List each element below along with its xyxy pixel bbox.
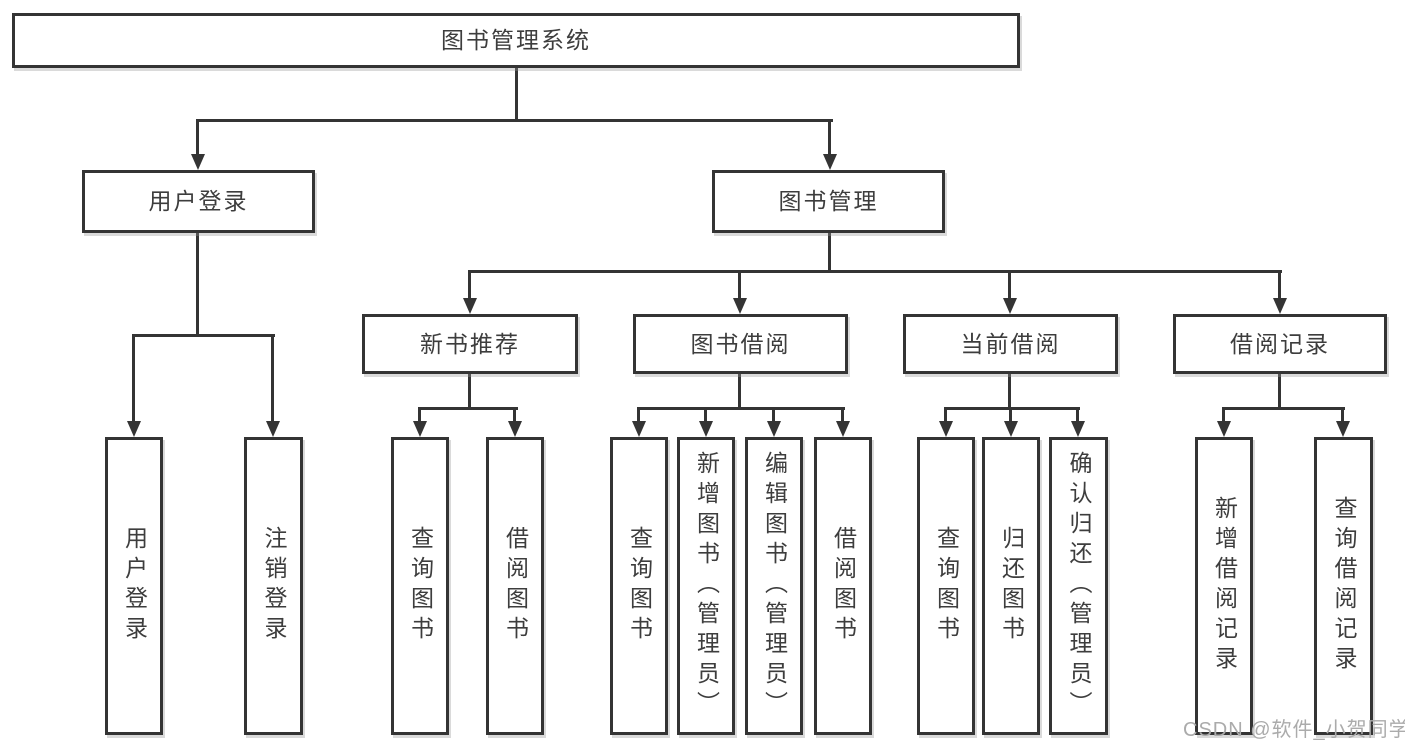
arrowhead-down-icon: [191, 154, 205, 170]
node-library-system-label: 图书管理系统: [441, 27, 591, 53]
node-borrow-records-label: 借阅记录: [1230, 330, 1330, 357]
arrowhead-down-icon: [127, 421, 141, 437]
connector-hline: [196, 119, 833, 122]
arrowhead-down-icon: [266, 421, 280, 437]
arrowhead-down-icon: [1071, 421, 1085, 437]
connector-vline: [468, 374, 471, 409]
arrowhead-down-icon: [508, 421, 522, 437]
leaf-query-books-current-label: 查询图书: [933, 526, 960, 646]
connector-hline: [944, 407, 1080, 410]
arrowhead-down-icon: [413, 421, 427, 437]
arrowhead-down-icon: [1336, 421, 1350, 437]
node-book-management: 图书管理: [712, 170, 945, 233]
leaf-query-books-recommend: 查询图书: [391, 437, 449, 735]
node-current-borrowing-label: 当前借阅: [960, 330, 1061, 357]
node-user-login-label: 用户登录: [148, 188, 249, 214]
leaf-borrow-books-recommend-label: 借阅图书: [502, 526, 529, 646]
arrowhead-down-icon: [632, 421, 646, 437]
connector-vline: [944, 407, 947, 423]
leaf-query-books-borrowing: 查询图书: [610, 437, 668, 735]
arrowhead-down-icon: [1003, 298, 1017, 314]
connector-hline: [418, 407, 518, 410]
leaf-query-books-current: 查询图书: [917, 437, 975, 735]
connector-vline: [828, 119, 831, 156]
node-user-login: 用户登录: [82, 170, 315, 233]
leaf-edit-books-admin: 编辑图书（管理员）: [745, 437, 803, 735]
arrowhead-down-icon: [1217, 421, 1231, 437]
leaf-add-borrow-record: 新增借阅记录: [1195, 437, 1253, 735]
connector-hline: [637, 407, 845, 410]
leaf-query-books-borrowing-label: 查询图书: [626, 526, 653, 646]
connector-vline: [738, 270, 741, 300]
connector-vline: [828, 233, 831, 273]
node-book-management-label: 图书管理: [778, 188, 879, 214]
arrowhead-down-icon: [823, 154, 837, 170]
leaf-confirm-return-admin-label: 确认归还（管理员）: [1066, 451, 1092, 721]
node-book-borrowing: 图书借阅: [633, 314, 848, 374]
arrowhead-down-icon: [699, 421, 713, 437]
node-library-system: 图书管理系统: [12, 13, 1020, 68]
arrowhead-down-icon: [939, 421, 953, 437]
leaf-confirm-return-admin: 确认归还（管理员）: [1049, 437, 1108, 735]
connector-vline: [196, 233, 199, 336]
connector-vline: [1008, 270, 1011, 300]
leaf-query-borrow-record: 查询借阅记录: [1314, 437, 1373, 735]
connector-vline: [513, 407, 516, 423]
arrowhead-down-icon: [463, 298, 477, 314]
node-current-borrowing: 当前借阅: [903, 314, 1118, 374]
leaf-user-login: 用户登录: [105, 437, 163, 735]
arrowhead-down-icon: [1004, 421, 1018, 437]
arrowhead-down-icon: [767, 421, 781, 437]
connector-vline: [841, 407, 844, 423]
leaf-logout-label: 注销登录: [261, 526, 287, 646]
connector-vline: [515, 68, 518, 122]
connector-vline: [1341, 407, 1344, 423]
arrowhead-down-icon: [1273, 298, 1287, 314]
connector-vline: [1076, 407, 1079, 423]
connector-vline: [132, 334, 135, 423]
connector-hline: [1222, 407, 1345, 410]
connector-vline: [1008, 374, 1011, 409]
leaf-add-borrow-record-label: 新增借阅记录: [1211, 496, 1238, 676]
leaf-borrow-books-borrowing-label: 借阅图书: [830, 526, 857, 646]
leaf-logout: 注销登录: [244, 437, 303, 735]
leaf-return-books: 归还图书: [982, 437, 1040, 735]
arrowhead-down-icon: [733, 298, 747, 314]
leaf-add-books-admin-label: 新增图书（管理员）: [693, 451, 720, 721]
leaf-query-borrow-record-label: 查询借阅记录: [1331, 496, 1357, 676]
connector-vline: [704, 407, 707, 423]
connector-vline: [772, 407, 775, 423]
connector-vline: [738, 374, 741, 409]
leaf-return-books-label: 归还图书: [998, 526, 1025, 646]
connector-vline: [418, 407, 421, 423]
leaf-add-books-admin: 新增图书（管理员）: [677, 437, 735, 735]
connector-vline: [1278, 270, 1281, 300]
connector-vline: [196, 119, 199, 156]
node-borrow-records: 借阅记录: [1173, 314, 1387, 374]
node-book-borrowing-label: 图书借阅: [690, 330, 791, 357]
connector-vline: [468, 270, 471, 300]
node-new-book-recommend-label: 新书推荐: [420, 330, 520, 357]
connector-vline: [271, 334, 274, 423]
connector-vline: [1222, 407, 1225, 423]
connector-hline: [132, 334, 275, 337]
leaf-borrow-books-recommend: 借阅图书: [486, 437, 544, 735]
csdn-watermark: CSDN @软件_小贺同学: [1183, 719, 1405, 741]
arrowhead-down-icon: [836, 421, 850, 437]
connector-vline: [637, 407, 640, 423]
leaf-query-books-recommend-label: 查询图书: [407, 526, 434, 646]
connector-vline: [1009, 407, 1012, 423]
leaf-edit-books-admin-label: 编辑图书（管理员）: [761, 451, 788, 721]
connector-vline: [1278, 374, 1281, 409]
node-new-book-recommend: 新书推荐: [362, 314, 578, 374]
connector-hline: [468, 270, 1282, 273]
leaf-borrow-books-borrowing: 借阅图书: [814, 437, 872, 735]
leaf-user-login-label: 用户登录: [121, 526, 148, 646]
